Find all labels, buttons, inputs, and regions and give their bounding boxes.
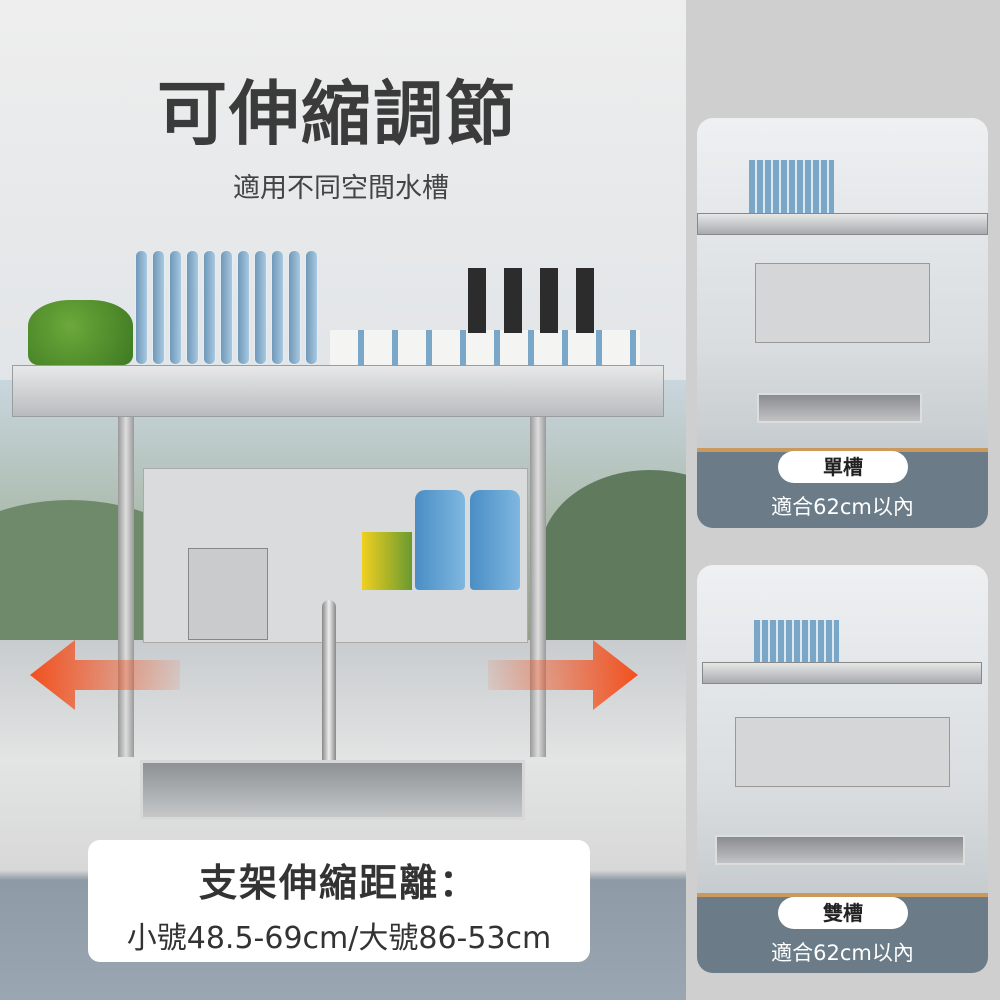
soap-bottle <box>415 490 465 590</box>
faucet <box>322 600 336 765</box>
page-subtitle: 適用不同空間水槽 <box>233 173 449 204</box>
soap-bottle <box>470 490 520 590</box>
vegetables <box>28 300 133 365</box>
sink <box>757 393 922 423</box>
page-title: 可伸縮調節 <box>157 73 517 155</box>
extension-range-box: 支架伸縮距離： 小號48.5-69cm/大號86-53cm <box>88 840 590 962</box>
plates <box>754 620 839 662</box>
sink <box>140 760 525 820</box>
dish-rack-shelf <box>12 365 664 417</box>
arrow-right-icon <box>488 640 638 710</box>
sponge <box>362 532 412 590</box>
extension-range-sizes: 小號48.5-69cm/大號86-53cm <box>126 921 552 956</box>
variant-label: 雙槽 <box>778 897 908 929</box>
main-product-image: 可伸縮調節 適用不同空間水槽 支架伸縮距離： 小號48.5-69cm/大號86-… <box>0 0 686 1000</box>
arrow-left-icon <box>30 640 180 710</box>
sink <box>715 835 965 865</box>
pegboard <box>755 263 930 343</box>
variant-card-double-sink: 雙槽 適合62cm以內 <box>697 565 988 973</box>
knives <box>468 268 598 333</box>
plates <box>749 160 834 213</box>
variant-label: 單槽 <box>778 451 908 483</box>
variant-card-single-sink: 單槽 適合62cm以內 <box>697 118 988 528</box>
rack-shelf <box>702 662 982 684</box>
bowls <box>330 330 640 365</box>
utensil-holder <box>188 548 268 640</box>
pegboard <box>735 717 950 787</box>
extension-range-heading: 支架伸縮距離： <box>198 861 479 905</box>
variant-fit: 適合62cm以內 <box>771 941 914 965</box>
rack-shelf <box>697 213 988 235</box>
variant-fit: 適合62cm以內 <box>771 495 914 519</box>
